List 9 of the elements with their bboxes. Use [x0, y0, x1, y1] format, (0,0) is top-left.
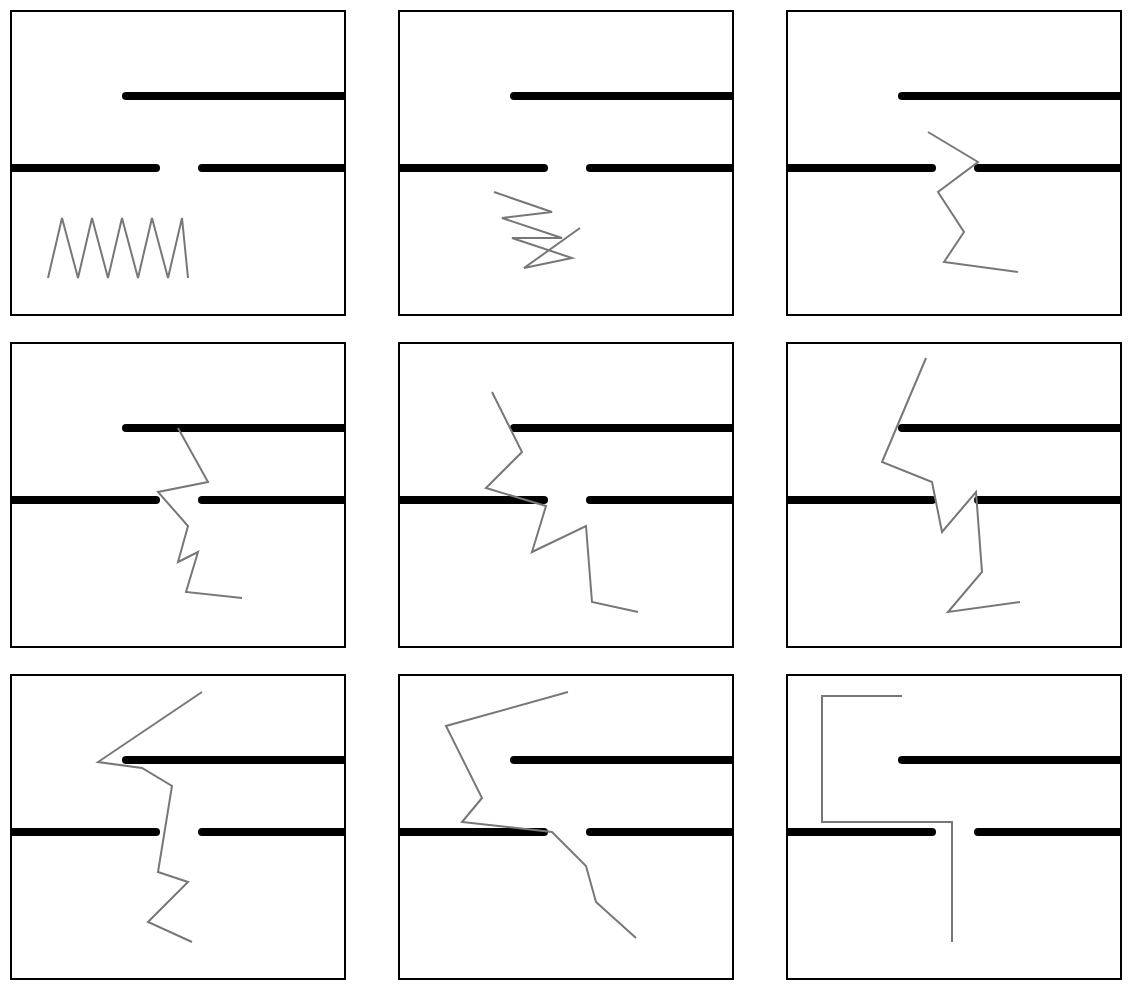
- panel-frame: [398, 342, 734, 648]
- panel-frame: [398, 674, 734, 980]
- panel-frame: [786, 10, 1122, 316]
- panel-frame: [10, 10, 346, 316]
- panel-frame: [398, 10, 734, 316]
- panel-frame: [10, 342, 346, 648]
- panel-frame: [786, 342, 1122, 648]
- panel-frame: [786, 674, 1122, 980]
- panel-frame: [10, 674, 346, 980]
